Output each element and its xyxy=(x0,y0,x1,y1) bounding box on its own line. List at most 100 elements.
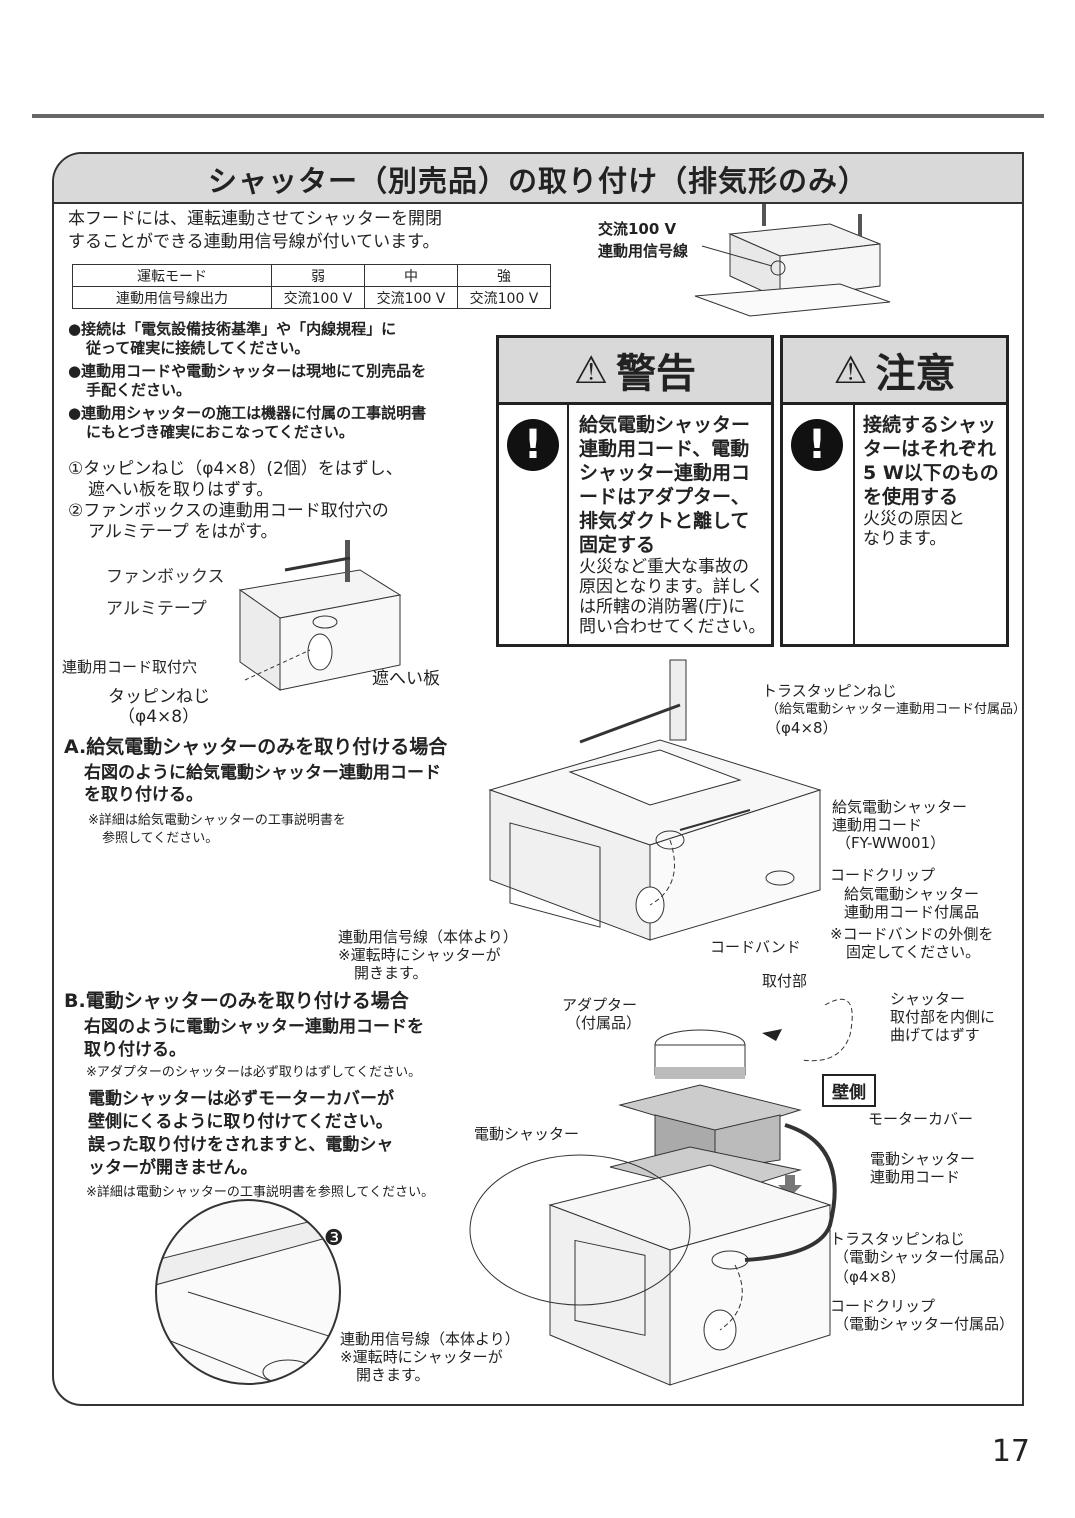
label-tapping-screw: タッピンねじ xyxy=(108,687,210,707)
label-signal-b-3: 開きます。 xyxy=(356,1366,430,1384)
label-motor-cover: モーターカバー xyxy=(868,1110,974,1128)
warning-divider xyxy=(567,405,569,644)
label-supply-cord-3: （FY-WW001） xyxy=(836,834,946,852)
section-b-body-2: 取り付ける。 xyxy=(84,1040,186,1060)
label-signal-a-2: ※運転時にシャッターが xyxy=(338,946,501,964)
fanbox-illustration xyxy=(238,540,402,691)
warning-text-line: 火災など重大な事故の xyxy=(579,557,749,577)
warning-body: ! 給気電動シャッター 連動用コード、電動 シャッター連動用コ ードはアダプター… xyxy=(499,405,771,644)
title-bar xyxy=(54,154,1022,204)
section-b-body-1: 右図のように電動シャッター連動用コードを xyxy=(84,1017,424,1037)
caution-bold-line: を使用する xyxy=(863,486,959,508)
table-row: 運転モード 弱 中 強 xyxy=(72,264,551,287)
label-clip-note-a-2: 連動用コード付属品 xyxy=(844,903,980,921)
label-signal-a-3: 開きます。 xyxy=(354,964,428,982)
label-screw-size: （φ4×8） xyxy=(118,707,200,727)
warning-bold-line: 固定する xyxy=(579,534,656,556)
step-1-line-1: ①タッピンねじ（φ4×8）(2個）をはずし、 xyxy=(68,459,403,479)
note-2-line-2: 手配ください。 xyxy=(86,381,192,399)
section-a-note-2: 参照してください。 xyxy=(102,831,219,846)
magnified-detail xyxy=(155,1199,341,1385)
intro-line-1: 本フードには、運転連動させてシャッターを開閉 xyxy=(68,209,442,229)
step-2-line-1: ②ファンボックスの連動用コード取付穴の xyxy=(68,501,389,521)
caution-bold-line: 接続するシャッ xyxy=(863,414,997,436)
label-shutter: シャッター xyxy=(890,990,966,1008)
label-signal-a-1: 連動用信号線（本体より） xyxy=(338,928,518,946)
label-truss-note-a: （給気電動シャッター連動用コード付属品） xyxy=(766,702,1027,717)
label-signal-b-2: ※運転時にシャッターが xyxy=(340,1348,503,1366)
label-truss-size-a: （φ4×8） xyxy=(766,719,838,737)
label-e-cord-2: 連動用コード xyxy=(870,1168,961,1186)
caution-label: 注意 xyxy=(875,351,956,397)
caution-triangle-icon: ⚠ xyxy=(833,348,868,392)
diagram-a-illustration xyxy=(488,659,822,941)
caution-text-line: 火災の原因と xyxy=(863,509,965,529)
label-cord-clip-a: コードクリップ xyxy=(830,866,936,884)
section-a-body-1: 右図のように給気電動シャッター連動用コード xyxy=(84,763,441,783)
label-band-note-2: 固定してください。 xyxy=(846,943,981,961)
table-header-cell: 中 xyxy=(364,264,458,287)
caution-divider xyxy=(853,405,855,644)
label-ac100: 交流100 V xyxy=(598,220,677,238)
label-e-cord-1: 電動シャッター xyxy=(870,1150,976,1168)
section-b-note-1: ※アダプターのシャッターは必ず取りはずしてください。 xyxy=(86,1065,422,1080)
marker-3-icon: ❸ xyxy=(324,1226,344,1251)
table-header-cell: 運転モード xyxy=(72,264,272,287)
note-1-line-1: ●接続は「電気設備技術基準」や「内線規程」に xyxy=(68,320,397,338)
label-band-note-1: ※コードバンドの外側を xyxy=(830,925,994,943)
label-shield-plate: 遮へい板 xyxy=(372,669,440,689)
label-cord-band: コードバンド xyxy=(710,938,801,956)
label-adapter-2: （付属品） xyxy=(566,1014,642,1032)
note-2-line-1: ●連動用コードや電動シャッターは現地にて別売品を xyxy=(68,362,427,380)
warning-bold-line: 排気ダクトと離して xyxy=(579,510,750,532)
page-number: 17 xyxy=(991,1434,1030,1469)
section-b-bold-2: 壁側にくるように取り付けてください。 xyxy=(88,1112,393,1132)
table-cell: 交流100 V xyxy=(457,286,551,309)
warning-header: ⚠ 警告 xyxy=(499,338,771,405)
label-signal-wire: 連動用信号線 xyxy=(598,242,689,260)
label-e-shutter: 電動シャッター xyxy=(474,1125,580,1143)
label-truss-b-2: （電動シャッター付属品） xyxy=(834,1248,1015,1266)
section-a-note-1: ※詳細は給気電動シャッターの工事説明書を xyxy=(88,813,346,828)
caution-body: ! 接続するシャッ ターはそれぞれ 5 W以下のもの を使用する 火災の原因と … xyxy=(783,405,1006,644)
warning-text-line: 問い合わせてください。 xyxy=(579,617,766,637)
table-header-cell: 強 xyxy=(457,264,551,287)
top-rule xyxy=(32,114,1044,118)
label-fanbox: ファンボックス xyxy=(106,567,225,587)
section-b-bold-3: 誤った取り付けをされますと、電動シャ xyxy=(88,1135,394,1155)
note-1-line-2: 従って確実に接続してください。 xyxy=(86,339,310,357)
exclamation-icon: ! xyxy=(791,419,843,471)
section-a-body-2: を取り付ける。 xyxy=(84,785,203,805)
section-a-heading: A.給気電動シャッターのみを取り付ける場合 xyxy=(64,736,448,758)
warning-bold-line: シャッター連動用コ xyxy=(579,462,751,484)
hood-illustration xyxy=(694,204,891,317)
exclamation-icon: ! xyxy=(507,419,559,471)
warning-bold-line: 連動用コード、電動 xyxy=(579,438,750,460)
step-2-line-2: アルミテープ をはがす。 xyxy=(88,522,278,542)
caution-bold-line: ターはそれぞれ xyxy=(863,438,997,460)
warning-label: 警告 xyxy=(616,351,697,397)
warning-bold-line: 給気電動シャッター xyxy=(579,414,751,436)
label-clip-b-1: コードクリップ xyxy=(830,1297,936,1315)
label-supply-cord-2: 連動用コード xyxy=(832,816,923,834)
section-b-note-2: ※詳細は電動シャッターの工事説明書を参照してください。 xyxy=(86,1185,435,1200)
table-row: 連動用信号線出力 交流100 V 交流100 V 交流100 V xyxy=(72,286,551,309)
label-truss-screw-a: トラスタッピンねじ xyxy=(762,682,897,700)
warning-box: ⚠ 警告 ! 給気電動シャッター 連動用コード、電動 シャッター連動用コ ードは… xyxy=(496,335,774,647)
label-clip-b-2: （電動シャッター付属品） xyxy=(834,1315,1015,1333)
section-b-bold-4: ッターが開きません。 xyxy=(88,1158,258,1178)
mode-table: 運転モード 弱 中 強 連動用信号線出力 交流100 V 交流100 V 交流1… xyxy=(72,264,551,309)
warning-triangle-icon: ⚠ xyxy=(573,348,609,392)
intro-line-2: することができる連動用信号線が付いています。 xyxy=(68,232,440,252)
label-alumi-tape: アルミテープ xyxy=(106,599,207,619)
section-title: シャッター（別売品）の取り付け（排気形のみ） xyxy=(207,164,868,198)
label-shutter-note-2: 曲げてはずす xyxy=(890,1026,980,1044)
caution-header: ⚠ 注意 xyxy=(783,338,1006,405)
label-supply-cord-1: 給気電動シャッター xyxy=(832,798,968,816)
label-truss-b-1: トラスタッピンねじ xyxy=(830,1230,965,1248)
note-3-line-1: ●連動用シャッターの施工は機器に付属の工事説明書 xyxy=(68,404,427,422)
diagram-b-illustration xyxy=(469,998,853,1386)
label-mount-part: 取付部 xyxy=(762,972,808,990)
note-3-line-2: にもとづき確実におこなってください。 xyxy=(86,423,354,441)
label-adapter-1: アダプター xyxy=(562,996,638,1014)
